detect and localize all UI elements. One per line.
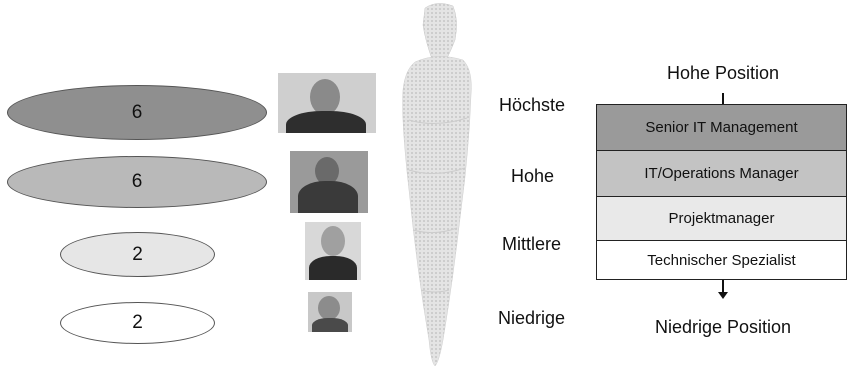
level-label-hohe: Hohe	[511, 166, 554, 187]
hierarchy-box-label: IT/Operations Manager	[644, 165, 798, 182]
person-photo-1	[278, 73, 376, 133]
count-value-3: 2	[132, 244, 143, 266]
down-arrow-icon	[718, 292, 728, 299]
count-value-1: 6	[132, 102, 143, 124]
count-ellipse-3: 2	[60, 232, 215, 277]
count-ellipse-2: 6	[7, 156, 267, 208]
hierarchy-box-label: Projektmanager	[669, 210, 775, 227]
person-photo-4	[308, 292, 352, 332]
count-value-2: 6	[132, 171, 143, 193]
count-value-4: 2	[132, 312, 143, 334]
hierarchy-box-label: Technischer Spezialist	[647, 252, 795, 269]
top-position-label: Hohe Position	[593, 63, 850, 84]
hierarchy-box-label: Senior IT Management	[645, 119, 797, 136]
person-photo-3	[305, 222, 361, 280]
count-ellipse-4: 2	[60, 302, 215, 344]
hierarchy-box-senior-it-management: Senior IT Management	[596, 104, 847, 151]
hierarchy-box-projektmanager: Projektmanager	[596, 196, 847, 241]
level-label-mittlere: Mittlere	[502, 234, 561, 255]
person-photo-2	[290, 151, 368, 213]
carrot-icon	[375, 0, 505, 371]
level-label-hoechste: Höchste	[499, 95, 565, 116]
bottom-position-label: Niedrige Position	[593, 317, 850, 338]
level-label-niedrige: Niedrige	[498, 308, 565, 329]
count-ellipse-1: 6	[7, 85, 267, 140]
hierarchy-box-it-operations-manager: IT/Operations Manager	[596, 150, 847, 197]
hierarchy-box-technischer-spezialist: Technischer Spezialist	[596, 240, 847, 280]
